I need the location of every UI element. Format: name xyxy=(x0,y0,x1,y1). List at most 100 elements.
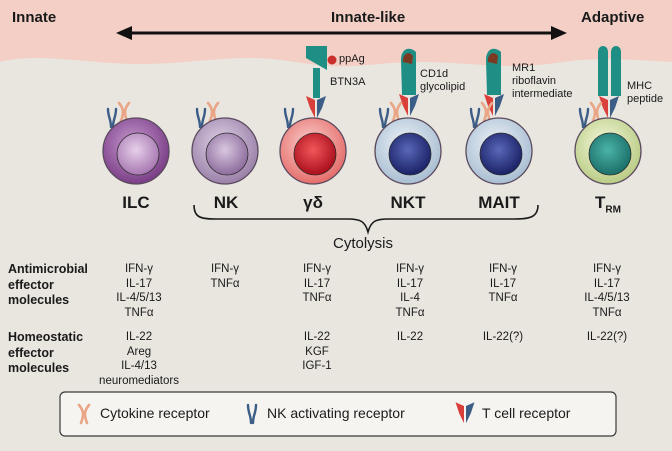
homeostatic-col-value: IL-22 xyxy=(396,331,424,343)
ligand-label-ppag: ppAg xyxy=(339,53,365,65)
ligand-label-mr1-line1: MR1 xyxy=(512,62,536,74)
cell-name-gd: γδ xyxy=(303,193,323,212)
row-label-antimicrobial-line1: Antimicrobial xyxy=(8,262,88,276)
homeostatic-col-trm: IL-22(?) xyxy=(562,330,652,345)
homeostatic-col-value: IL-22 xyxy=(125,331,153,343)
cd1d-ligand xyxy=(401,48,416,95)
cell-nkt xyxy=(374,117,442,185)
nk-receptor-mait xyxy=(469,107,481,129)
antimicrobial-col-value: TNFα xyxy=(395,306,425,319)
ppag-dot xyxy=(327,55,337,65)
homeostatic-col-value: Areg xyxy=(126,345,152,358)
axis-label-innate-like: Innate-like xyxy=(331,9,406,26)
row-label-antimicrobial-line2: effector xyxy=(8,277,54,292)
cell-mait xyxy=(465,117,533,185)
row-label-homeostatic: Homeostatic effector molecules xyxy=(8,330,83,377)
row-label-antimicrobial: Antimicrobial effector molecules xyxy=(8,262,88,309)
ligand-label-mr1-line2: riboflavin xyxy=(512,75,557,87)
antimicrobial-col-value: TNFα xyxy=(210,277,240,290)
nk-receptor-ilc xyxy=(106,107,118,129)
cell-gd xyxy=(279,117,347,185)
homeostatic-col-value: IL-22 xyxy=(303,331,331,343)
cell-row xyxy=(102,117,642,185)
axis-label-adaptive: Adaptive xyxy=(581,9,645,26)
legend-icon-nk xyxy=(246,403,258,425)
ligand-label-mhc: MHC peptide xyxy=(627,80,663,106)
antimicrobial-col-value: TNFα xyxy=(488,292,518,304)
tcr-nkt xyxy=(399,94,419,116)
antimicrobial-col-value: TNFα xyxy=(302,292,332,304)
antimicrobial-col-value: IFN-γ xyxy=(302,263,332,275)
ligand-label-cd1d-line1: CD1d xyxy=(420,68,449,80)
row-label-homeostatic-line2: effector xyxy=(8,345,54,360)
homeostatic-col-value: IGF-1 xyxy=(302,360,332,372)
antimicrobial-col-value: IL-4/5/13 xyxy=(584,292,630,304)
ligand-label-btn3a: BTN3A xyxy=(330,76,366,88)
cell-name-trm-main: T xyxy=(595,193,606,212)
legend-icons xyxy=(77,402,475,425)
cytolysis-label: Cytolysis xyxy=(333,235,394,252)
antimicrobial-col-value: IFN-γ xyxy=(592,263,622,275)
legend-icon-tcr xyxy=(455,402,475,424)
cell-name-nkt: NKT xyxy=(390,193,426,212)
cell-trm xyxy=(574,117,642,185)
homeostatic-col-mait: IL-22(?) xyxy=(458,330,548,345)
antimicrobial-col-value: IL-17 xyxy=(396,277,424,290)
antimicrobial-col-value: IL-4/5/13 xyxy=(116,292,162,304)
cell-nucleus-nkt xyxy=(388,132,432,176)
cell-nucleus-gd xyxy=(293,132,337,176)
legend-box xyxy=(59,391,617,437)
nk-receptor-trm xyxy=(578,107,590,129)
antimicrobial-col-value: IFN-γ xyxy=(124,263,154,275)
tcr-mait xyxy=(484,94,504,116)
cell-name-trm-sub: RM xyxy=(605,204,621,216)
cell-ilc xyxy=(102,117,170,185)
antimicrobial-col-value: IFN-γ xyxy=(488,263,518,275)
tcr-receptors xyxy=(306,94,619,118)
antimicrobial-col-value: IL-17 xyxy=(489,277,517,290)
antimicrobial-col-value: TNFα xyxy=(592,306,622,319)
ligand-label-mhc-line1: MHC xyxy=(627,80,653,92)
mr1-ligand xyxy=(486,48,501,95)
row-label-homeostatic-line3: molecules xyxy=(8,361,70,375)
antimicrobial-col-value: IFN-γ xyxy=(395,263,425,275)
antimicrobial-col-value: TNFα xyxy=(124,306,154,319)
cell-nucleus-nk xyxy=(205,132,249,176)
homeostatic-col-value: KGF xyxy=(305,345,329,358)
spectrum-arrow-right-head xyxy=(551,26,567,40)
cell-nucleus-ilc xyxy=(116,132,160,176)
cell-nucleus-trm xyxy=(588,132,632,176)
antimicrobial-col-value: IL-17 xyxy=(303,277,331,290)
cell-name-mait: MAIT xyxy=(478,193,520,212)
cell-nucleus-mait xyxy=(479,132,523,176)
homeostatic-col-value: IL-22(?) xyxy=(586,331,628,343)
ligand-label-cd1d: CD1d glycolipid xyxy=(420,68,465,94)
legend-label-cytokine: Cytokine receptor xyxy=(100,405,210,421)
legend-icon-cytokine xyxy=(77,403,91,425)
legend-label-nk: NK activating receptor xyxy=(267,405,405,421)
btn3a-ligand xyxy=(306,46,327,98)
ligand-label-mhc-line2: peptide xyxy=(627,93,664,105)
tcr-gd xyxy=(306,96,326,118)
legend-label-tcr: T cell receptor xyxy=(482,405,571,421)
row-label-homeostatic-line1: Homeostatic xyxy=(8,330,84,344)
homeostatic-col-value: IL-4/13 xyxy=(121,360,157,372)
antimicrobial-col-value: IL-17 xyxy=(125,277,153,290)
nk-receptor-gd xyxy=(283,107,295,129)
ligand-label-mr1-line3: intermediate xyxy=(512,88,573,100)
ligand-label-mr1: MR1 riboflavin intermediate xyxy=(512,62,573,101)
antimicrobial-col-value: IL-17 xyxy=(593,277,621,290)
ligand-label-cd1d-line2: glycolipid xyxy=(420,81,466,93)
cell-name-ilc: ILC xyxy=(122,193,150,212)
mhc-ligand xyxy=(598,46,621,96)
antimicrobial-col-value: IL-4 xyxy=(400,292,420,304)
